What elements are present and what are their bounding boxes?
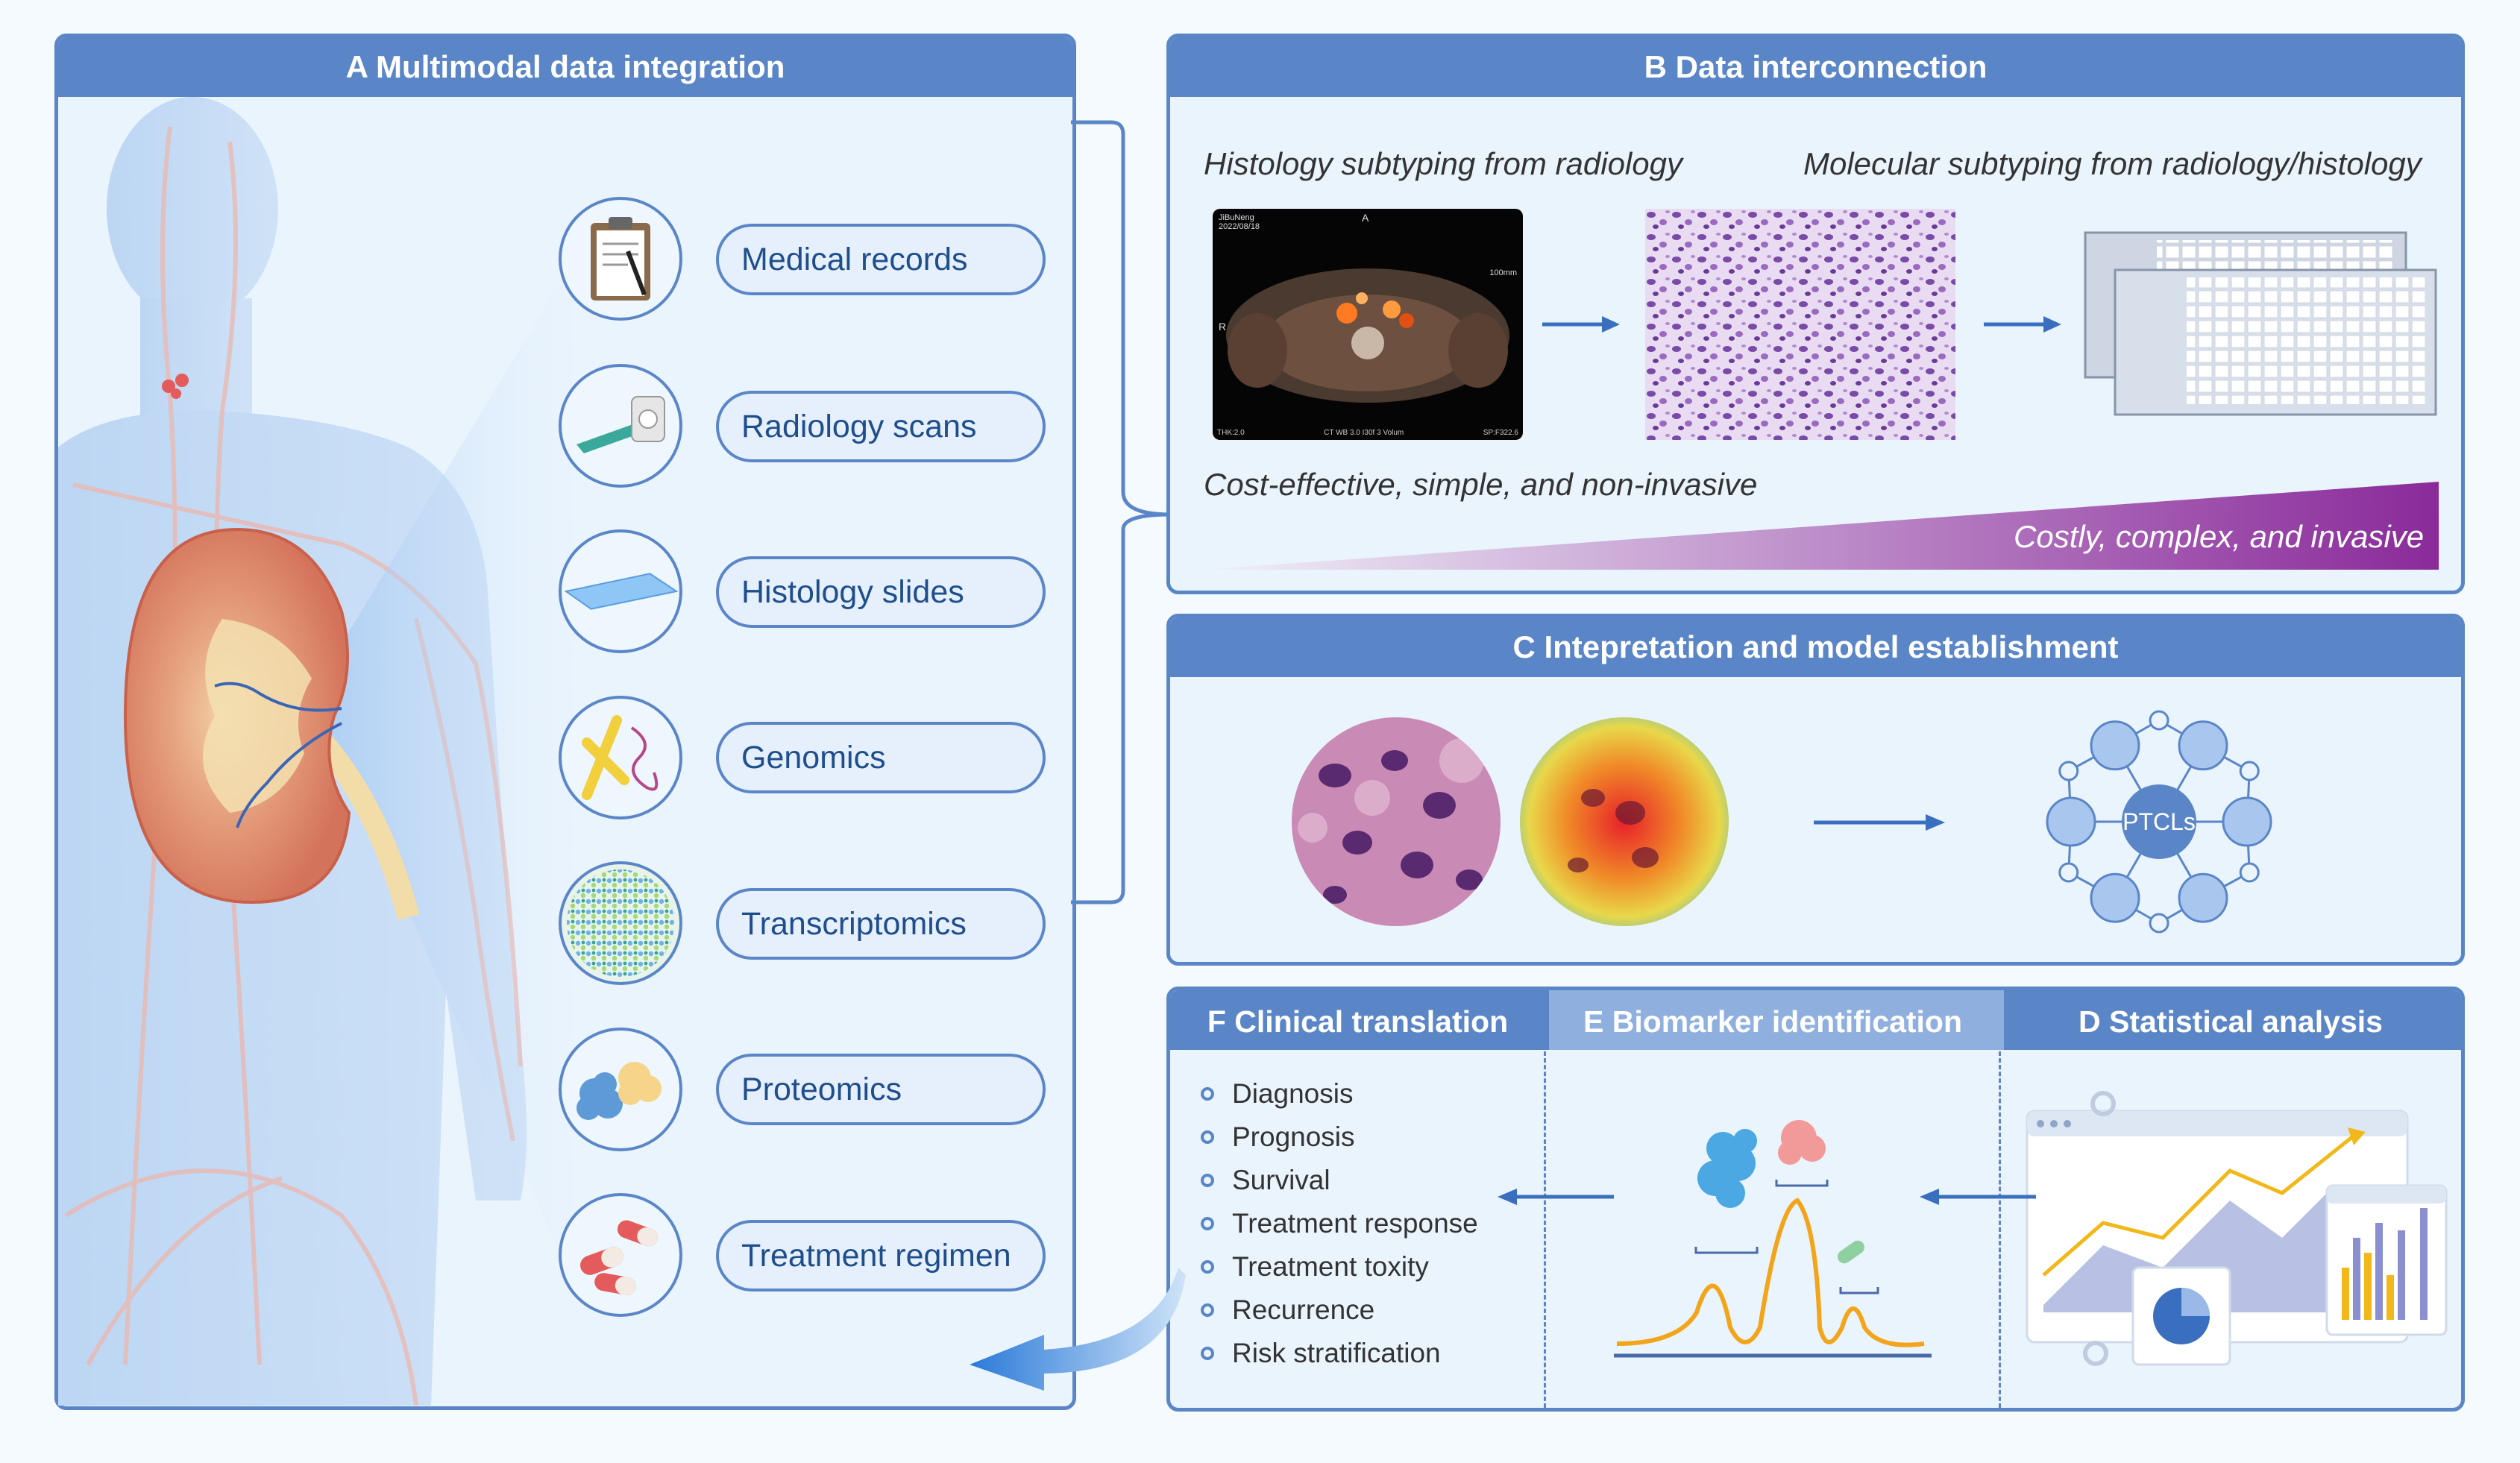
heatmap-patch-image xyxy=(1520,717,1729,926)
label-histology-subtyping: Histology subtyping from radiology xyxy=(1204,146,1682,181)
divider xyxy=(1544,1051,1546,1408)
histology-image xyxy=(1645,209,1955,440)
panel-f-title: F Clinical translation xyxy=(1207,1004,1509,1039)
arrow-left-icon xyxy=(1498,1189,1614,1205)
item-label: Genomics xyxy=(741,739,886,775)
list-item-label: Risk stratification xyxy=(1232,1338,1441,1368)
ct-footer-right: SP:F322.6 xyxy=(1483,429,1518,437)
connector-bracket xyxy=(1071,120,1171,904)
panel-e-title: E Biomarker identification xyxy=(1583,1004,1963,1039)
pills-icon xyxy=(559,1193,682,1317)
item-pill-histology-slides: Histology slides xyxy=(716,556,1046,628)
ct-marker: A xyxy=(1362,212,1369,224)
histology-patch-image xyxy=(1292,717,1501,926)
label-costly: Costly, complex, and invasive xyxy=(2014,519,2425,554)
arrow-left-icon xyxy=(1920,1189,2036,1205)
panel-a-title: A Multimodal data integration xyxy=(58,37,1072,97)
network-small-node xyxy=(2058,862,2079,883)
list-item: Prognosis xyxy=(1201,1121,1355,1153)
chromosome-icon xyxy=(559,696,682,819)
ct-footer-mid: CT WB 3.0 I30f 3 Volum xyxy=(1324,429,1404,437)
item-pill-medical-records: Medical records xyxy=(716,224,1046,295)
network-small-node xyxy=(2239,862,2260,883)
human-body-illustration xyxy=(58,97,573,1406)
ct-date: 2022/08/18 xyxy=(1219,222,1260,231)
item-label: Medical records xyxy=(741,241,968,277)
label-molecular-subtyping: Molecular subtyping from radiology/histo… xyxy=(1803,146,2422,181)
network-small-node xyxy=(2239,761,2260,781)
item-pill-treatment-regimen: Treatment regimen xyxy=(716,1220,1046,1291)
network-node xyxy=(2090,872,2140,923)
list-item-label: Recurrence xyxy=(1232,1294,1375,1325)
bullet-icon xyxy=(1201,1303,1214,1317)
network-node xyxy=(2222,796,2272,847)
panel-b-title: B Data interconnection xyxy=(1170,37,2461,97)
glass-slide-icon xyxy=(559,529,682,653)
network-node xyxy=(2046,796,2096,847)
item-pill-transcriptomics: Transcriptomics xyxy=(716,888,1046,960)
ct-scale: 100mm xyxy=(1489,268,1517,277)
network-node xyxy=(2178,720,2228,771)
arrow-right-icon xyxy=(1542,316,1620,333)
list-item-label: Prognosis xyxy=(1232,1121,1355,1152)
arrow-right-icon xyxy=(1984,316,2061,333)
list-item-label: Diagnosis xyxy=(1232,1078,1354,1109)
bullet-icon xyxy=(1201,1174,1214,1187)
transcriptome-dots-icon xyxy=(559,861,682,985)
ct-scanner-icon xyxy=(559,364,682,488)
ct-name: JiBuNeng xyxy=(1219,213,1254,222)
bullet-icon xyxy=(1201,1130,1214,1144)
item-label: Treatment regimen xyxy=(741,1237,1011,1274)
ptcl-network-diagram: PTCLs xyxy=(2046,710,2272,934)
bullet-icon xyxy=(1201,1087,1214,1101)
network-small-node xyxy=(2149,710,2169,731)
list-item: Risk stratification xyxy=(1201,1338,1441,1369)
curved-feedback-arrow-icon xyxy=(970,1268,1186,1391)
network-small-node xyxy=(2058,761,2079,781)
label-cost-effective: Cost-effective, simple, and non-invasive xyxy=(1204,467,1758,502)
network-node xyxy=(2178,872,2228,923)
clipboard-icon xyxy=(559,197,682,321)
ct-side: R xyxy=(1219,321,1227,333)
network-center-label: PTCLs xyxy=(2122,808,2196,835)
item-pill-proteomics: Proteomics xyxy=(716,1054,1046,1125)
network-node xyxy=(2090,720,2140,771)
bullet-icon xyxy=(1201,1347,1214,1360)
network-small-node xyxy=(2149,913,2169,934)
list-item-label: Survival xyxy=(1232,1165,1330,1195)
item-label: Radiology scans xyxy=(741,408,977,444)
divider xyxy=(1999,1051,2001,1408)
arrow-right-icon xyxy=(1814,814,1945,831)
list-item: Diagnosis xyxy=(1201,1078,1353,1110)
list-item-label: Treatment response xyxy=(1232,1208,1478,1239)
list-item: Survival xyxy=(1201,1165,1330,1196)
statistics-dashboard-illustration xyxy=(2026,1091,2448,1366)
bullet-icon xyxy=(1201,1260,1214,1274)
panel-d-title: D Statistical analysis xyxy=(2078,1004,2383,1039)
item-label: Histology slides xyxy=(741,573,964,610)
list-item: Treatment response xyxy=(1201,1208,1478,1239)
item-pill-genomics: Genomics xyxy=(716,722,1046,793)
item-pill-radiology-scans: Radiology scans xyxy=(716,391,1046,462)
list-item: Treatment toxity xyxy=(1201,1251,1429,1283)
panel-c-title: C Intepretation and model establishment xyxy=(1170,617,2461,677)
item-label: Proteomics xyxy=(741,1071,902,1107)
biomarker-peaks-illustration xyxy=(1614,1120,1932,1358)
tissue-microarray-slides-icon xyxy=(2084,231,2437,416)
ct-footer-left: THK:2.0 xyxy=(1217,429,1245,437)
bullet-icon xyxy=(1201,1217,1214,1230)
list-item-label: Treatment toxity xyxy=(1232,1251,1429,1282)
item-label: Transcriptomics xyxy=(741,905,967,942)
protein-icon xyxy=(559,1028,682,1151)
list-item: Recurrence xyxy=(1201,1294,1374,1326)
cost-gradient-wedge xyxy=(1204,482,2439,570)
